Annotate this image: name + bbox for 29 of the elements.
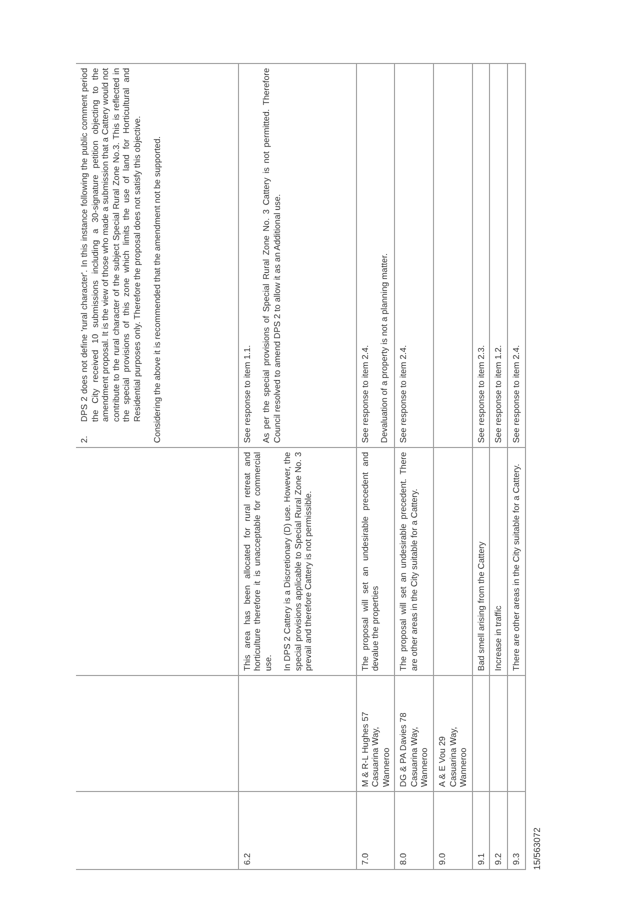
page-reference: 15/563072: [532, 827, 542, 870]
response-text: See response to item 1.1.: [242, 344, 252, 443]
row-number: 6.2: [242, 852, 252, 865]
row-number: 7.0: [360, 852, 370, 865]
row-number: 9.1: [476, 852, 486, 865]
response-text: As per the special provisions of Special Rural Zone No. 3 Cattery is not permitted. Therefore Council resolved to amend DPS 2 to allow it as an Additional use.: [261, 68, 282, 443]
submitter-details: DG & PA Davies 78 Casuarina Way, Wanneroo: [398, 712, 430, 787]
response-text: See response to item 2.4.: [360, 344, 370, 443]
list-number: 2.: [79, 436, 90, 443]
submitter-details: A & E Vou 29 Casuarina Way, Wanneroo: [437, 726, 469, 787]
response-text: See response to item 2.4.: [511, 344, 522, 443]
row-number: 9.3: [511, 852, 522, 865]
submission-text: In DPS 2 Cattery is a Discretionary (D) use. However, the special provisions applicable to Special Rural Zone No. 3 prevail and therefore Cattery is not permissible.: [282, 452, 314, 671]
submission-text: The proposal will set an undesirable precedent and devalue the properties: [360, 452, 381, 671]
response-text: See response to item 2.4.: [398, 344, 409, 443]
submission-text: Bad smell arising from the Cattery: [476, 540, 486, 671]
submitter-details: M & R-L Hughes 57 Casuarina Way, Wanneroo: [360, 710, 392, 787]
response-text: Considering the above it is recommended that the amendment not be supported.: [152, 135, 162, 443]
submission-text: There are other areas in the City suitable for a Cattery.: [511, 462, 522, 671]
response-text: Devaluation of a property is not a planning matter.: [379, 252, 390, 443]
row-number: 8.0: [398, 852, 409, 865]
row-number: 9.2: [493, 852, 504, 865]
response-text: See response to item 2.3.: [476, 344, 486, 443]
submission-text: The proposal will set an undesirable precedent. There are other areas in the City suitable for a Cattery.: [398, 452, 420, 671]
row-number: 9.0: [437, 852, 448, 865]
submission-text: This area has been allocated for rural retreat and horticulture therefore it is unacceptable for commercial use.: [242, 452, 274, 671]
response-text: See response to item 1.2.: [493, 344, 504, 443]
submission-text: Increase in traffic: [493, 604, 504, 671]
response-text: DPS 2 does not define 'rural character'. In this instance following the public comment period the City received 10 submissions including a 30-signature petition objecting to the amendment proposal. It is the view of those who made a submission that a Cattery would not contribute to the rural character of the subject Special Rural Zone No.3. This is reflected in the special provisions of this zone which limits the use of land for Horticultural and Residential purposes only. Therefore the proposal does not satisfy this objective.: [79, 68, 143, 422]
